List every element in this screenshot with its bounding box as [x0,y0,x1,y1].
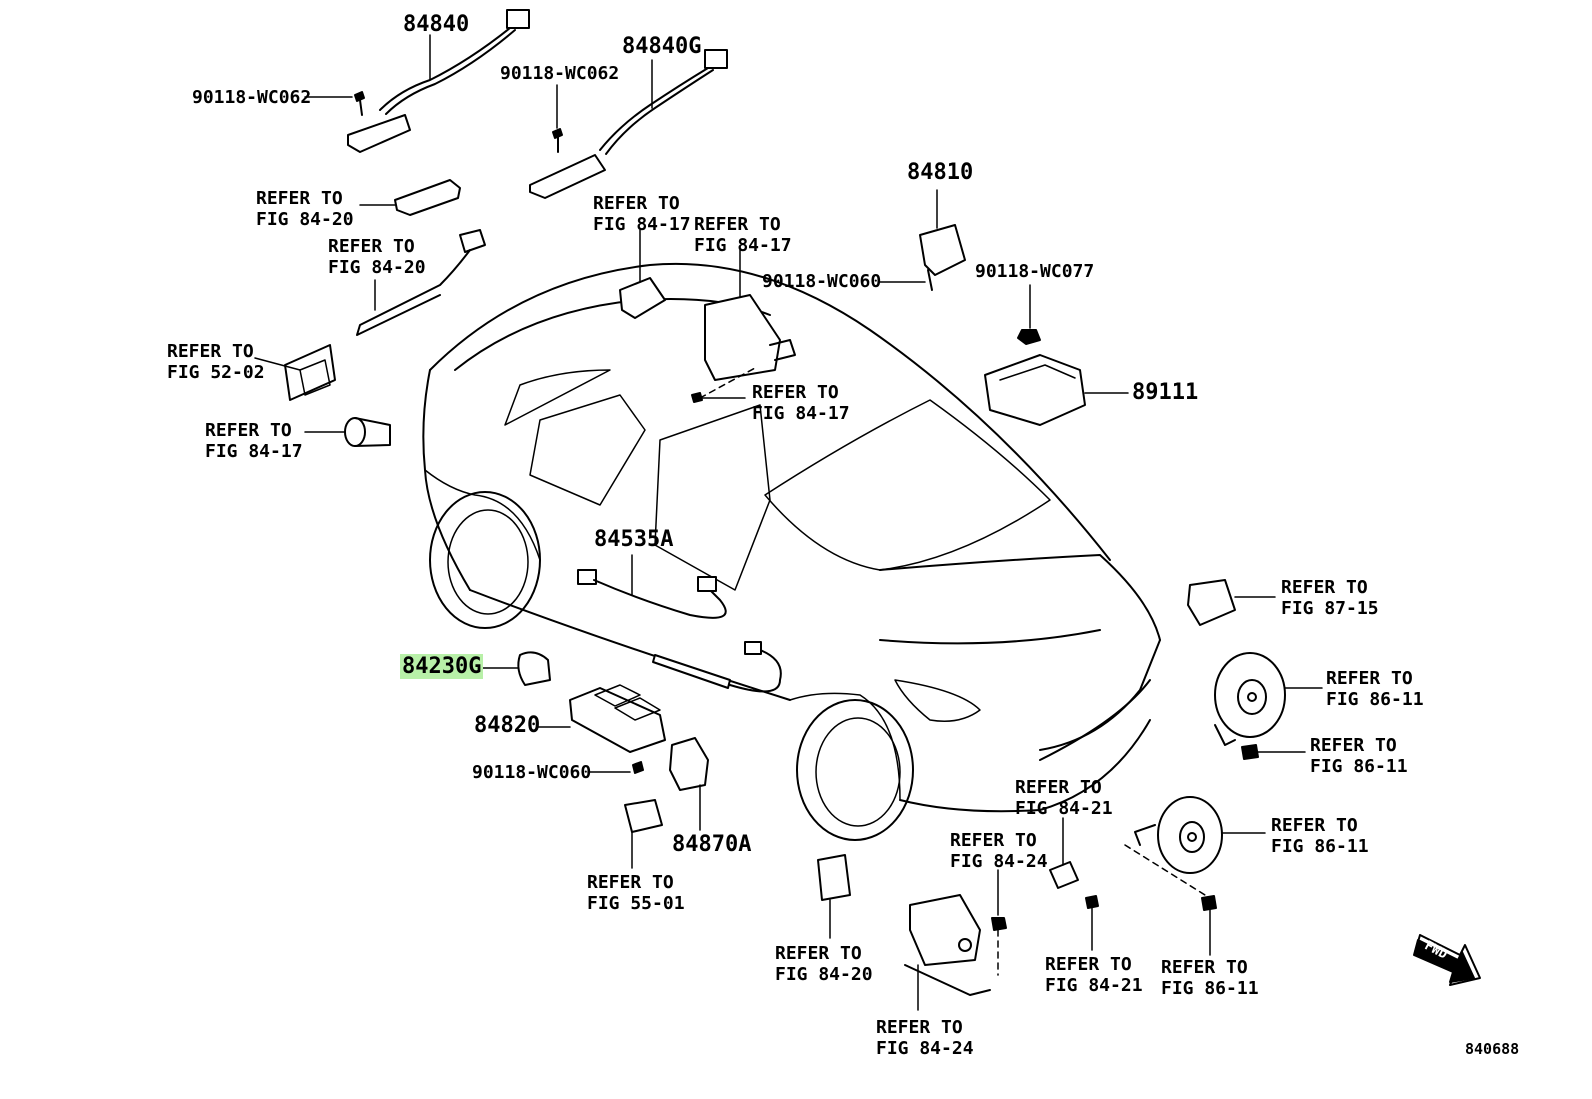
refer-line2: FIG 84-21 [1015,798,1113,819]
refer-line2: FIG 84-24 [950,851,1048,872]
part-number-90118-wc062-b[interactable]: 90118-WC062 [500,63,620,84]
part-84870a-drawing [669,737,709,831]
refer-line1: REFER TO [328,236,415,257]
refer-line2: FIG 86-11 [1326,689,1424,710]
sensor-84-17-drawing [619,229,666,319]
refer-line1: REFER TO [1310,735,1397,756]
refer-line2: FIG 84-17 [694,235,792,256]
refer-line1: REFER TO [1281,577,1368,598]
part-number-89111[interactable]: 89111 [1132,380,1199,405]
refer-line1: REFER TO [694,214,781,235]
part-number-84810[interactable]: 84810 [907,160,974,185]
refer-line1: REFER TO [950,830,1037,851]
refer-line2: FIG 84-20 [256,209,354,230]
part-89111-drawing [984,354,1129,426]
refer-line1: REFER TO [587,872,674,893]
refer-line1: REFER TO [876,1017,963,1038]
refer-line1: REFER TO [256,188,343,209]
part-number-90118-wc077[interactable]: 90118-WC077 [975,261,1095,282]
module-84-17-drawing [691,249,796,403]
refer-line2: FIG 84-17 [752,403,850,424]
part-number-84230g[interactable]: 84230G [400,654,484,679]
part-bottom-84-20-drawing [817,854,851,939]
refer-line1: REFER TO [167,341,254,362]
part-84820-drawing [536,684,666,774]
refer-line2: FIG 84-24 [876,1038,974,1059]
sensor-84-21-drawing [1049,817,1099,951]
part-number-84840[interactable]: 84840 [403,12,470,37]
refer-line2: FIG 87-15 [1281,598,1379,619]
part-number-90118-wc062-a[interactable]: 90118-WC062 [192,87,312,108]
refer-line1: REFER TO [1161,957,1248,978]
refer-line2: FIG 84-20 [328,257,426,278]
refer-line1: REFER TO [205,420,292,441]
part-number-84870a[interactable]: 84870A [672,832,752,857]
refer-line2: FIG 86-11 [1271,836,1369,857]
diagram-code: 840688 [1465,1040,1520,1058]
sensor-84-20-drawing [359,179,461,216]
part-84230g-drawing [477,651,551,686]
refer-line2: FIG 52-02 [167,362,265,383]
refer-line1: REFER TO [1271,815,1358,836]
refer-line2: FIG 86-11 [1161,978,1259,999]
horn-lower-drawing [1124,796,1266,956]
refer-line1: REFER TO [752,382,839,403]
part-number-84535a[interactable]: 84535A [594,527,674,552]
refer-line2: FIG 84-21 [1045,975,1143,996]
fwd-arrow-icon [1413,934,1481,986]
horn-upper-drawing [1214,652,1323,760]
part-number-84840g[interactable]: 84840G [622,34,702,59]
siren-84-24-drawing [904,869,1007,1011]
connector-84-17-drawing [304,417,391,447]
part-84840-drawing [304,9,530,153]
part-55-01-drawing [624,799,663,869]
car-outline [422,262,1161,841]
switch-52-02-drawing [254,344,336,401]
refer-line1: REFER TO [775,943,862,964]
highlighted-part-84230g[interactable]: 84230G [400,654,484,679]
refer-line2: FIG 84-20 [775,964,873,985]
part-84810-drawing [879,189,1041,345]
sensor-87-15-drawing [1187,579,1276,626]
part-number-90118-wc060-b[interactable]: 90118-WC060 [472,762,592,783]
part-84840g-drawing [529,49,728,199]
refer-line2: FIG 84-17 [593,214,691,235]
refer-line2: FIG 55-01 [587,893,685,914]
part-number-90118-wc060-a[interactable]: 90118-WC060 [762,271,882,292]
refer-line1: REFER TO [593,193,680,214]
refer-line2: FIG 86-11 [1310,756,1408,777]
part-84535a-drawing [577,554,782,693]
refer-line1: REFER TO [1045,954,1132,975]
part-number-84820[interactable]: 84820 [474,713,541,738]
refer-line2: FIG 84-17 [205,441,303,462]
refer-line1: REFER TO [1015,777,1102,798]
refer-line1: REFER TO [1326,668,1413,689]
sensor-cable-drawing [356,229,486,336]
